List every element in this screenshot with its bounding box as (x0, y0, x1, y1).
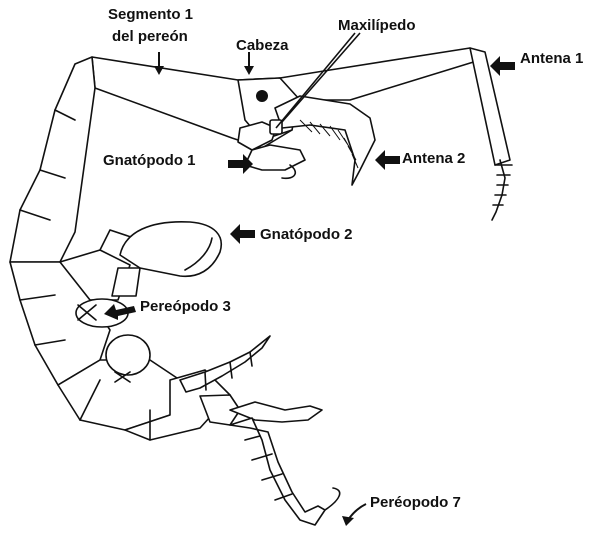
arrow-antena1 (490, 56, 515, 76)
label-segmento-line1: Segmento 1 (108, 6, 193, 24)
arrow-pereopodo3 (104, 304, 136, 320)
label-maxilipedo: Maxilípedo (338, 17, 416, 35)
arrow-gnatopodo2 (230, 224, 255, 244)
label-pereopodo7: Peréopodo 7 (370, 494, 461, 512)
label-segmento-line2: del pereón (112, 28, 188, 46)
label-cabeza: Cabeza (236, 37, 289, 55)
arrow-cabeza (244, 52, 254, 75)
label-antena2: Antena 2 (402, 150, 465, 168)
arrow-segmento (154, 52, 164, 75)
arrow-pereopodo7 (342, 504, 366, 526)
arrow-gnatopodo1 (228, 154, 253, 174)
label-gnatopodo1: Gnatópodo 1 (103, 152, 196, 170)
label-gnatopodo2: Gnatópodo 2 (260, 226, 353, 244)
arrow-antena2 (375, 150, 400, 170)
label-pereopodo3: Pereópodo 3 (140, 298, 231, 316)
label-antena1: Antena 1 (520, 50, 583, 68)
